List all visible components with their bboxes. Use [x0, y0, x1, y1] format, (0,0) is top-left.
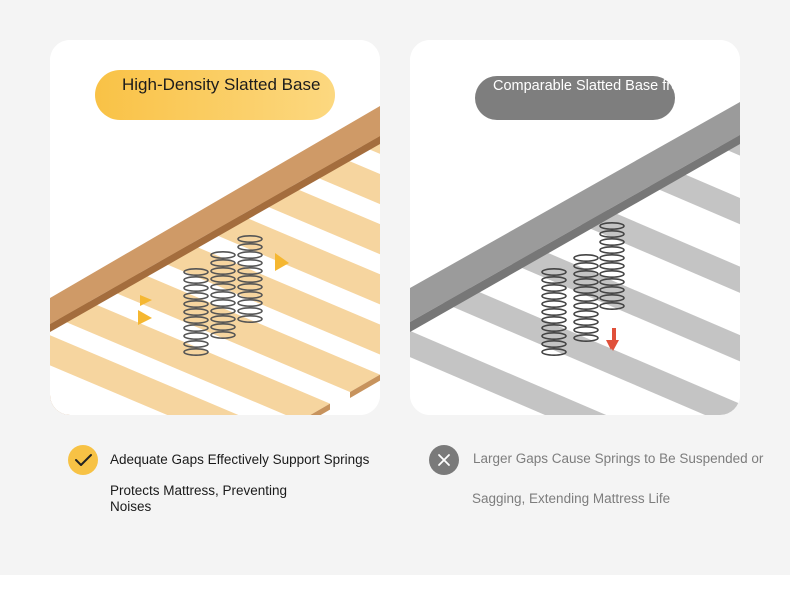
coil-spring	[573, 254, 599, 342]
panel-title: High-Density Slatted Base	[122, 75, 321, 94]
check-badge	[68, 445, 98, 475]
slat	[190, 206, 380, 305]
coil-spring	[210, 251, 236, 339]
coil-spring	[541, 268, 567, 356]
slat-edge	[310, 403, 330, 415]
other-brands-panel: Comparable Slatted Base from Other Brand…	[410, 40, 740, 415]
slat	[574, 206, 740, 293]
close-icon	[438, 454, 450, 466]
yellow-arrow-icon	[138, 253, 289, 325]
red-down-arrow-icon	[606, 328, 619, 351]
coil-spring	[599, 222, 625, 310]
comparison-stage: High-Density Slatted Base Comparable Sla…	[0, 0, 790, 575]
slat-edge	[350, 374, 380, 398]
cross-badge	[429, 445, 459, 475]
panel-title-badge: High-Density Slatted Base	[95, 70, 335, 120]
left-caption-title: Adequate Gaps Effectively Support Spring…	[110, 452, 370, 467]
checkmark-icon	[75, 454, 92, 466]
panel-title-badge: Comparable Slatted Base from Other Brand…	[475, 76, 740, 120]
coil-spring	[237, 235, 263, 323]
right-caption-line2: Sagging, Extending Mattress Life	[472, 491, 671, 506]
panel-title: Comparable Slatted Base from Other Brand…	[493, 78, 740, 94]
right-caption-line1: Larger Gaps Cause Springs to Be Suspende…	[473, 451, 764, 466]
high-density-panel: High-Density Slatted Base	[50, 40, 380, 415]
coil-spring	[183, 268, 209, 356]
left-caption-body: Protects Mattress, Preventing Noises	[110, 483, 288, 514]
slat	[140, 235, 380, 355]
slat	[438, 285, 740, 415]
slat	[50, 335, 239, 415]
slat	[410, 330, 607, 415]
